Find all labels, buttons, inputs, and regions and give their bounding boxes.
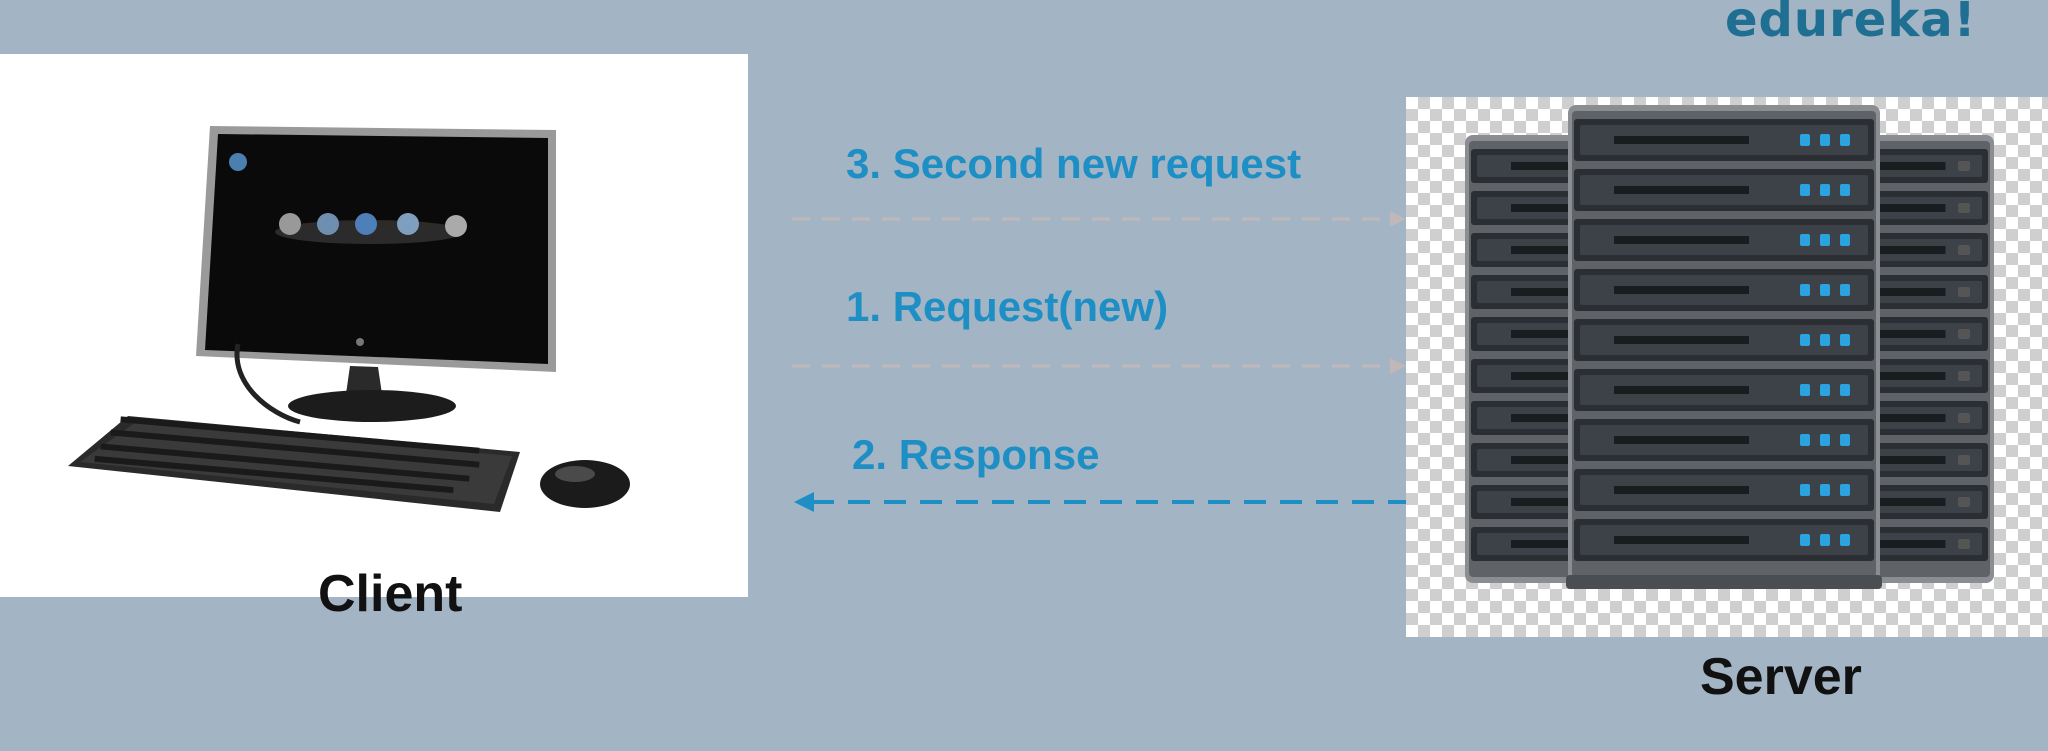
status-led [1820, 184, 1830, 196]
step-second-request-label: 3. Second new request [846, 140, 1302, 187]
app-icon [397, 213, 419, 235]
status-led [1800, 484, 1810, 496]
step-response-label: 2. Response [852, 431, 1100, 478]
status-led [1840, 234, 1850, 246]
status-led [1820, 534, 1830, 546]
status-led [1800, 334, 1810, 346]
status-led [1840, 484, 1850, 496]
status-led [1800, 534, 1810, 546]
status-led [1840, 534, 1850, 546]
status-led [1820, 434, 1830, 446]
status-led [1840, 334, 1850, 346]
status-led [1840, 134, 1850, 146]
status-led [1800, 184, 1810, 196]
client-label: Client [318, 565, 463, 623]
desktop-computer-icon [68, 126, 630, 512]
status-led [1820, 234, 1830, 246]
app-icon [279, 213, 301, 235]
server-label: Server [1700, 648, 1862, 706]
status-led [1820, 334, 1830, 346]
step-request-label: 1. Request(new) [846, 283, 1169, 330]
status-led [1840, 434, 1850, 446]
app-icon [355, 213, 377, 235]
status-led [1820, 484, 1830, 496]
request-arrow [792, 358, 1406, 374]
status-led [1820, 384, 1830, 396]
status-led [1800, 434, 1810, 446]
app-icon [317, 213, 339, 235]
start-orb-icon [229, 153, 247, 171]
server-rack-icon [1465, 105, 1994, 589]
edureka-logo: edureka! [1725, 0, 1977, 48]
status-led [1820, 284, 1830, 296]
app-icon [445, 215, 467, 237]
status-led [1840, 384, 1850, 396]
status-led [1800, 384, 1810, 396]
status-led [1800, 284, 1810, 296]
monitor [196, 126, 556, 425]
keyboard [68, 416, 520, 512]
status-led [1800, 134, 1810, 146]
status-led [1840, 284, 1850, 296]
status-led [1820, 134, 1830, 146]
status-led [1840, 184, 1850, 196]
response-arrow [794, 492, 1406, 512]
server-panel [1406, 97, 2048, 637]
status-led [1800, 234, 1810, 246]
second-request-arrow [792, 211, 1406, 227]
client-panel [0, 54, 748, 597]
